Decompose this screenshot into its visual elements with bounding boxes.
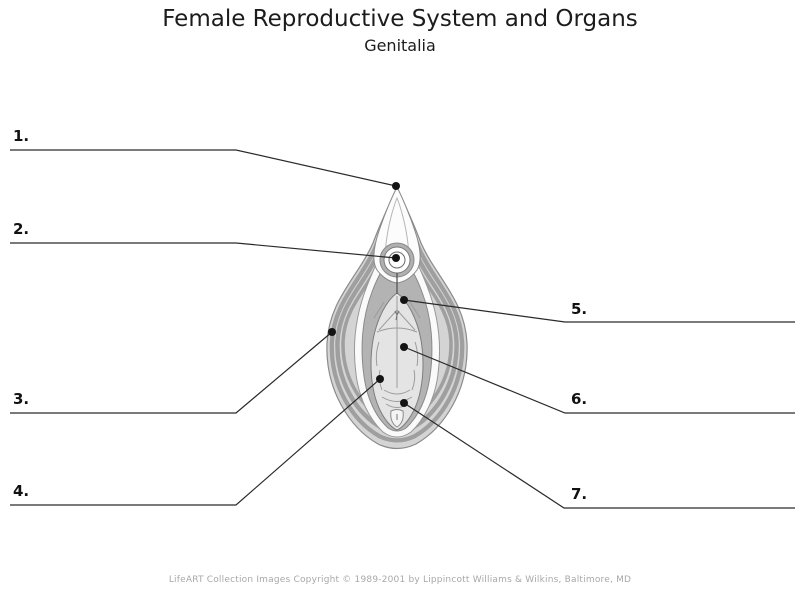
- label-7: 7.: [571, 485, 588, 503]
- header: Female Reproductive System and Organs Ge…: [0, 6, 800, 55]
- marker-dot-5: [400, 296, 408, 304]
- vulva-illustration: [326, 185, 468, 450]
- label-3: 3.: [13, 390, 30, 408]
- label-5: 5.: [571, 300, 588, 318]
- marker-dot-2: [392, 254, 400, 262]
- leader-line-2: [10, 242, 397, 259]
- leader-line-4: [10, 378, 381, 506]
- label-1: 1.: [13, 127, 30, 145]
- leader-line-6: [403, 346, 795, 414]
- leader-line-5: [403, 299, 795, 323]
- page-subtitle: Genitalia: [364, 35, 436, 55]
- leader-lines: [10, 149, 795, 509]
- vestibule-texture-lines: [373, 296, 421, 408]
- leader-line-3: [10, 331, 333, 414]
- leader-line-7: [403, 402, 795, 509]
- label-2: 2.: [13, 220, 30, 238]
- marker-dot-3: [328, 328, 336, 336]
- marker-dot-6: [400, 343, 408, 351]
- marker-dot-4: [376, 375, 384, 383]
- leader-line-1: [10, 149, 397, 187]
- marker-dots: [328, 182, 408, 407]
- copyright-text: LifeART Collection Images Copyright © 19…: [168, 575, 632, 585]
- urethral-meatus-mark: [394, 310, 400, 321]
- label-6: 6.: [571, 390, 588, 408]
- page-title: Female Reproductive System and Organs: [162, 6, 638, 32]
- label-4: 4.: [13, 482, 30, 500]
- marker-dot-1: [392, 182, 400, 190]
- marker-dot-7: [400, 399, 408, 407]
